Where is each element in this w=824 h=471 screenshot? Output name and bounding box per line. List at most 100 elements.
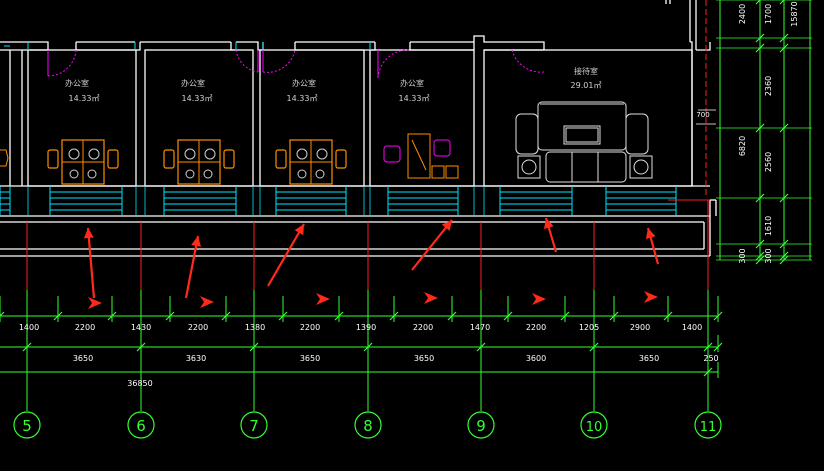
dim-label: 6820 xyxy=(738,136,747,156)
dimension-slash xyxy=(755,255,765,265)
dim-label: 2200 xyxy=(300,323,320,332)
magenta-chair xyxy=(433,139,451,157)
room8-furniture xyxy=(383,133,459,179)
dimension-slash xyxy=(755,43,765,53)
arrow-marker xyxy=(532,293,546,305)
dim-label: 2360 xyxy=(764,76,773,96)
chair-seat xyxy=(69,169,79,179)
dim-label: 1470 xyxy=(470,323,490,332)
dim-label: 3600 xyxy=(526,354,546,363)
armchair-right xyxy=(625,113,649,155)
dim-label: 2400 xyxy=(738,4,747,24)
arrow-marker xyxy=(644,291,658,303)
dim-label: 3650 xyxy=(73,354,93,363)
arrow-marker xyxy=(424,292,438,304)
room-area: 14.33㎡ xyxy=(399,94,430,103)
dimension-slash xyxy=(755,123,765,133)
room-area: 14.33㎡ xyxy=(182,94,213,103)
room-labels: 办公室 14.33㎡ 办公室 14.33㎡ 办公室 14.33㎡ 办公室 14.… xyxy=(65,66,601,103)
dimension-chain xyxy=(0,290,723,411)
dimension-slash xyxy=(165,311,175,321)
chair-seat xyxy=(316,148,328,160)
upper-room-edge xyxy=(665,0,671,4)
door-swings xyxy=(47,49,545,79)
chair-seat xyxy=(296,148,308,160)
axis-lines xyxy=(26,199,710,290)
dimension-slash xyxy=(0,311,5,317)
dimension-slash xyxy=(779,33,789,43)
arrow-marker xyxy=(88,297,102,309)
side-table-right xyxy=(629,155,653,179)
chair-seat xyxy=(184,148,196,160)
dim-labels-right: 1700 2360 6820 2560 1610 300 2400 15870 … xyxy=(696,1,799,263)
dimension-slash xyxy=(755,251,765,261)
room-area: 14.33㎡ xyxy=(69,94,100,103)
chair-seat xyxy=(204,148,216,160)
axis-label: 8 xyxy=(363,417,373,435)
room-name: 办公室 xyxy=(400,78,424,88)
dimension-slash xyxy=(334,311,344,321)
dimension-slash xyxy=(755,193,765,203)
dimension-slash xyxy=(779,193,789,203)
arrowhead xyxy=(441,220,452,231)
dim-label: 3650 xyxy=(639,354,659,363)
dim-label: 700 xyxy=(696,111,709,119)
room-area: 14.33㎡ xyxy=(287,94,318,103)
dimension-slash xyxy=(389,311,399,321)
dim-label: 2200 xyxy=(526,323,546,332)
dim-label: 1400 xyxy=(682,323,702,332)
building-walls xyxy=(0,0,717,257)
axis-label: 11 xyxy=(700,420,717,435)
annotation-arrow xyxy=(184,235,200,299)
axis-bubble xyxy=(467,411,495,439)
dim-labels-row2: 3650 3630 3650 3650 3600 3650 250 xyxy=(73,354,719,363)
right-dimension-chain xyxy=(696,0,812,265)
annotation-arrow xyxy=(267,223,305,287)
chair-seat xyxy=(297,169,307,179)
dim-label: 2200 xyxy=(413,323,433,332)
arrow-marker xyxy=(200,296,214,308)
dim-label: 1700 xyxy=(764,4,773,24)
dim-label: 300 xyxy=(738,248,747,263)
chair-seat xyxy=(315,169,325,179)
dim-label: 1610 xyxy=(764,216,773,236)
arrowhead xyxy=(83,228,94,239)
axis-label: 5 xyxy=(22,417,32,435)
annotation-arrow xyxy=(86,227,96,299)
chair xyxy=(223,149,235,169)
chair xyxy=(107,149,119,169)
chair xyxy=(335,149,347,169)
chair xyxy=(47,149,59,169)
dim-label: 15870 xyxy=(790,1,799,26)
dimension-slash xyxy=(663,311,673,321)
chair xyxy=(275,149,287,169)
axis-label: 6 xyxy=(136,417,146,435)
dimension-slash xyxy=(779,0,785,5)
dimension-slash xyxy=(503,311,513,321)
chair-seat xyxy=(88,148,100,160)
side-table-left xyxy=(517,155,541,179)
dimension-slash xyxy=(107,311,117,321)
dim-label: 3650 xyxy=(300,354,320,363)
orange-box xyxy=(431,165,445,179)
reception-furniture xyxy=(515,101,653,183)
dimension-slash xyxy=(779,239,789,249)
axis-labels: 5 6 7 8 9 10 11 xyxy=(22,417,716,435)
dimension-slash xyxy=(755,239,765,249)
door-swing-5 xyxy=(511,49,545,73)
door-swing-3 xyxy=(262,49,296,73)
dim-labels-row1: 1400 2200 1430 2200 1380 2200 1390 2200 … xyxy=(19,323,702,332)
orange-box xyxy=(445,165,459,179)
dim-label: 1430 xyxy=(131,323,151,332)
door-swing-1 xyxy=(47,49,77,77)
axis-bubble xyxy=(580,411,608,439)
axis-bubble xyxy=(354,411,382,439)
room-name: 办公室 xyxy=(292,78,316,88)
chair-seat xyxy=(203,169,213,179)
chair xyxy=(163,149,175,169)
office-desks xyxy=(47,139,347,185)
room-name: 办公室 xyxy=(181,78,205,88)
arrowhead xyxy=(544,218,554,230)
